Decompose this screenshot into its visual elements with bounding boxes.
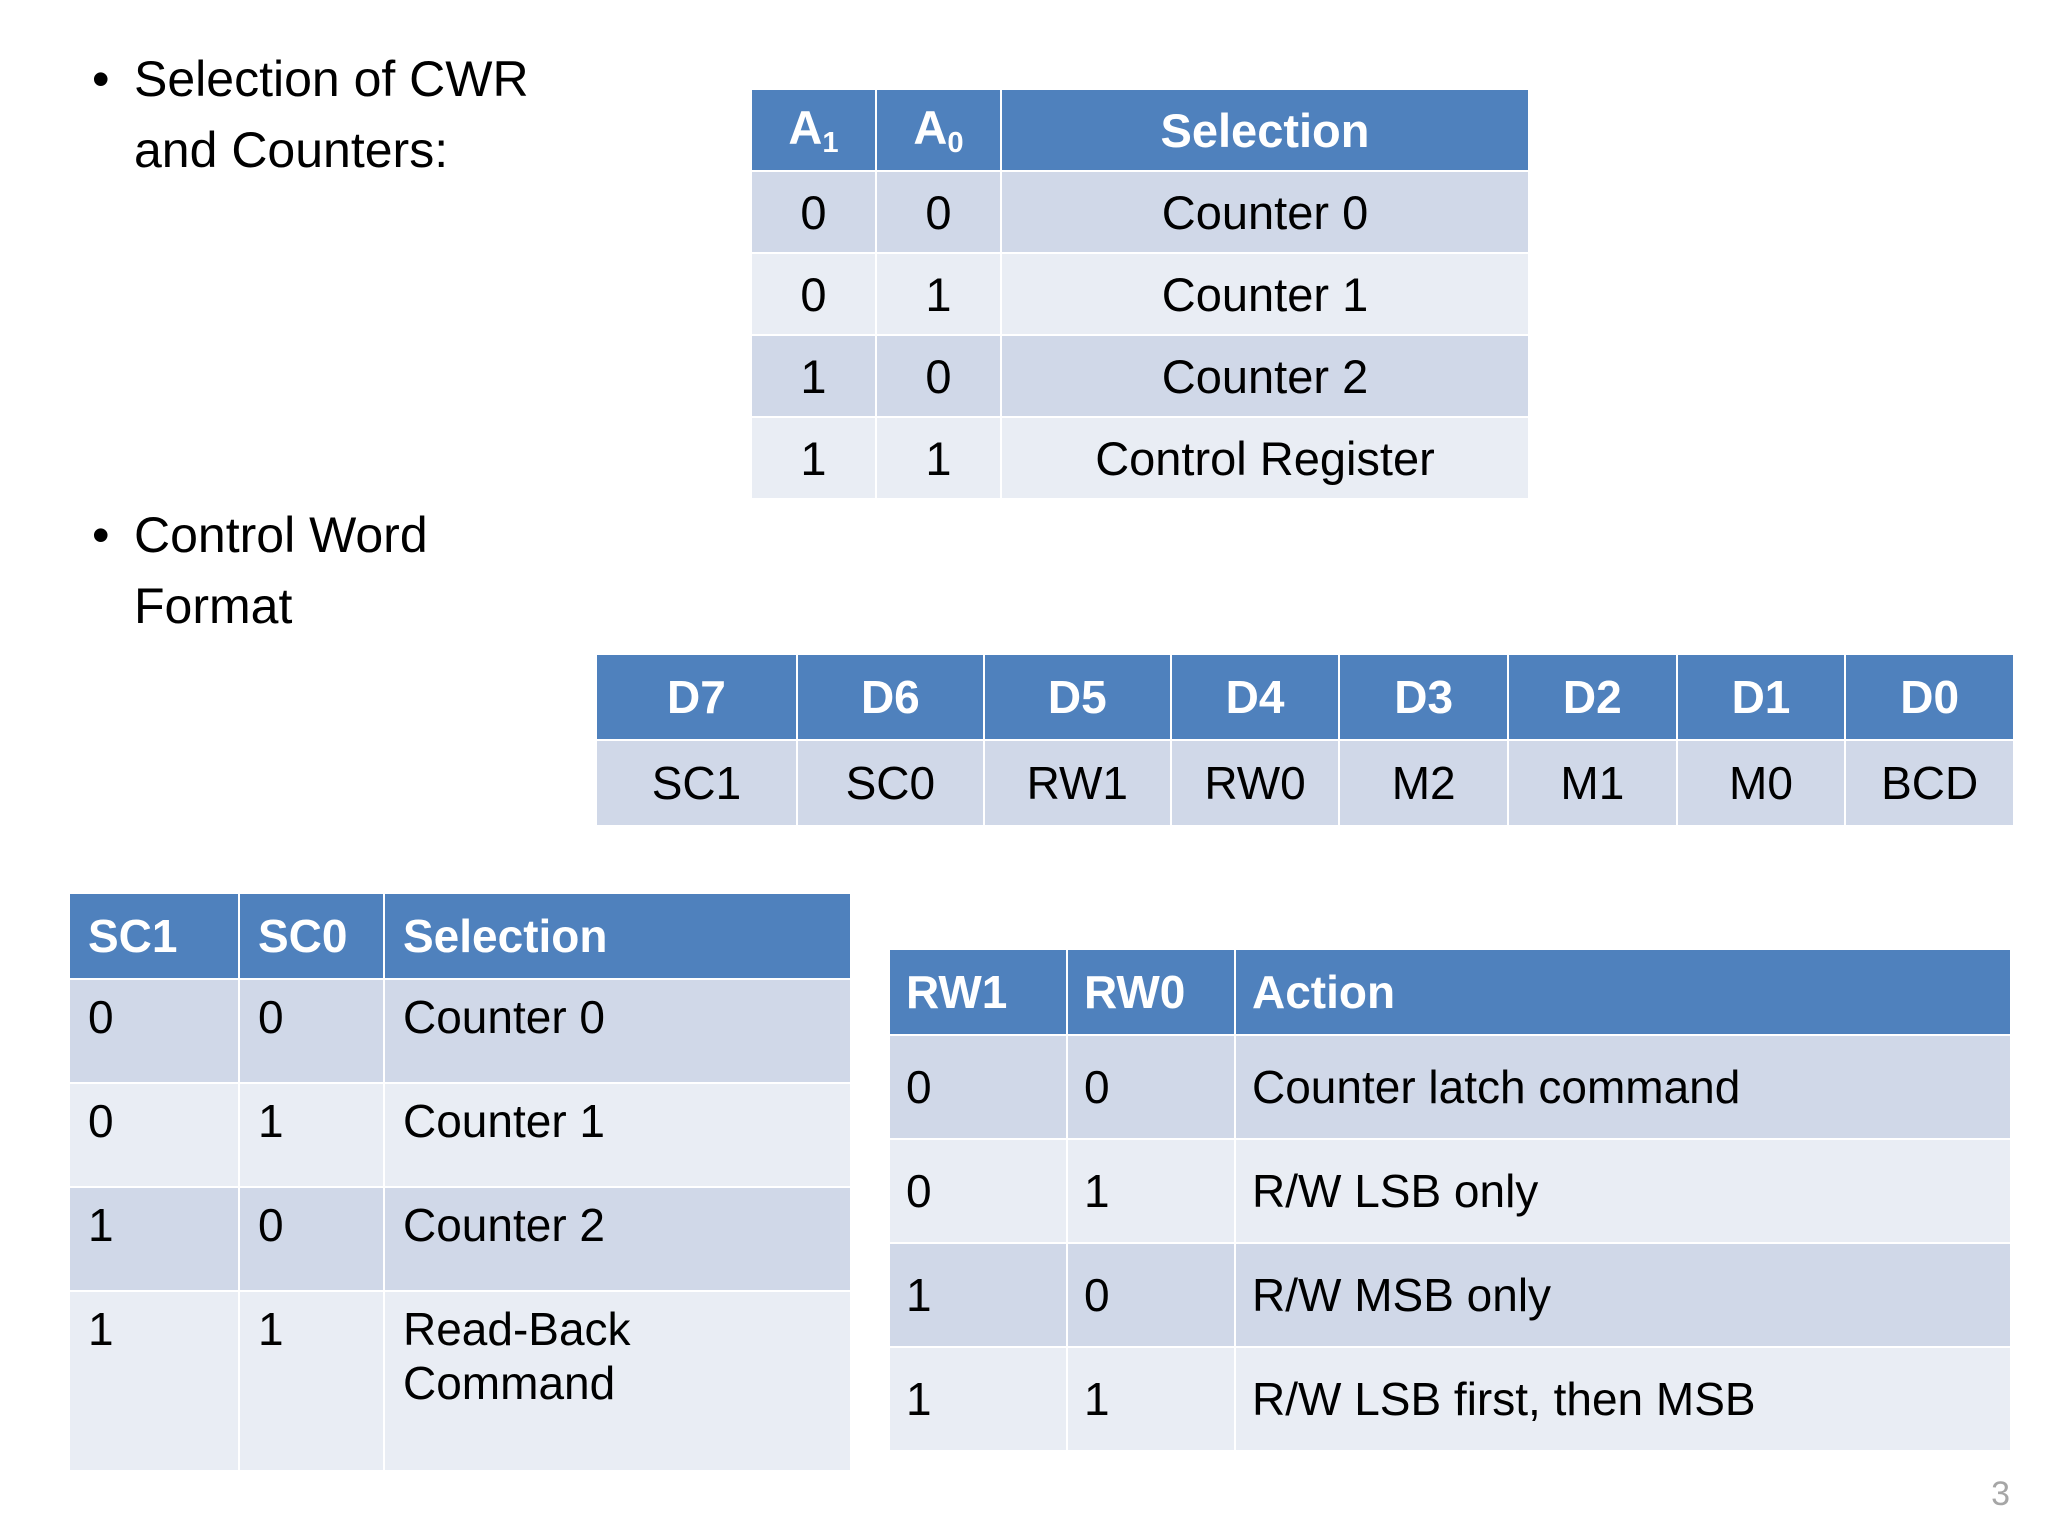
table-row: SC1 SC0 RW1 RW0 M2 M1 M0 BCD — [597, 741, 2013, 825]
bullet-text-line1: Selection of CWR — [134, 51, 529, 107]
table-row: 1 1 Read-Back Command — [70, 1292, 850, 1470]
bullet-marker-icon: • — [92, 51, 110, 107]
table-row: 0 1 R/W LSB only — [890, 1140, 2010, 1242]
cell-selection: Read-Back Command — [385, 1292, 850, 1470]
table-row: 0 0 Counter 0 — [70, 980, 850, 1082]
cell-action: R/W LSB first, then MSB — [1236, 1348, 2010, 1450]
bullet-line-2: Format — [92, 571, 562, 642]
cell-rw1: 1 — [890, 1348, 1066, 1450]
cell-d0-value: BCD — [1846, 741, 2013, 825]
table-header-row: RW1 RW0 Action — [890, 950, 2010, 1034]
cell-rw0: 1 — [1068, 1348, 1234, 1450]
column-header-sc1: SC1 — [70, 894, 238, 978]
cell-rw0: 0 — [1068, 1244, 1234, 1346]
cell-a0: 0 — [877, 336, 1000, 416]
cell-action: Counter latch command — [1236, 1036, 2010, 1138]
cell-d7-value: SC1 — [597, 741, 796, 825]
column-header-selection: Selection — [1002, 90, 1528, 170]
cell-rw1: 0 — [890, 1036, 1066, 1138]
bullet-line-2: and Counters: — [92, 115, 562, 186]
cell-a0: 1 — [877, 254, 1000, 334]
cell-sc0: 0 — [240, 980, 383, 1082]
bullet-text-line1: Control Word — [134, 507, 428, 563]
bullet-line-1: • Selection of CWR — [92, 44, 562, 115]
cell-d4-value: RW0 — [1171, 741, 1339, 825]
column-header-a1: A1 — [752, 90, 875, 170]
cell-a0: 1 — [877, 418, 1000, 498]
table-row: 0 1 Counter 1 — [70, 1084, 850, 1186]
cell-rw0: 0 — [1068, 1036, 1234, 1138]
cell-sc0: 1 — [240, 1292, 383, 1470]
column-header-d2: D2 — [1509, 655, 1676, 739]
column-header-d3: D3 — [1340, 655, 1508, 739]
column-header-d5: D5 — [984, 655, 1170, 739]
column-header-d7: D7 — [597, 655, 796, 739]
column-header-d1: D1 — [1677, 655, 1845, 739]
cell-sc0: 0 — [240, 1188, 383, 1290]
cell-d5-value: RW1 — [984, 741, 1170, 825]
bullet-control-word-format: • Control Word Format — [92, 500, 562, 642]
column-header-selection: Selection — [385, 894, 850, 978]
cell-d1-value: M0 — [1677, 741, 1845, 825]
cell-sc1: 0 — [70, 1084, 238, 1186]
table-header-row: D7 D6 D5 D4 D3 D2 D1 D0 — [597, 655, 2013, 739]
header-a1-subscript: 1 — [822, 127, 839, 160]
column-header-d4: D4 — [1171, 655, 1339, 739]
cell-a1: 0 — [752, 172, 875, 252]
cell-rw0: 1 — [1068, 1140, 1234, 1242]
cell-selection: Counter 1 — [1002, 254, 1528, 334]
cell-d2-value: M1 — [1509, 741, 1676, 825]
table-row: 0 0 Counter 0 — [752, 172, 1528, 252]
table-control-word-format: D7 D6 D5 D4 D3 D2 D1 D0 SC1 SC0 RW1 RW0 … — [595, 653, 2015, 827]
bullet-marker-icon: • — [92, 507, 110, 563]
cell-action: R/W LSB only — [1236, 1140, 2010, 1242]
cell-sc1: 1 — [70, 1292, 238, 1470]
table-rw-action: RW1 RW0 Action 0 0 Counter latch command… — [888, 948, 2012, 1452]
cell-sc0: 1 — [240, 1084, 383, 1186]
column-header-action: Action — [1236, 950, 2010, 1034]
table-header-row: SC1 SC0 Selection — [70, 894, 850, 978]
cell-selection: Counter 0 — [385, 980, 850, 1082]
table-selection-cwr: A1 A0 Selection 0 0 Counter 0 0 1 Counte… — [750, 88, 1530, 500]
cell-selection: Counter 2 — [385, 1188, 850, 1290]
cell-selection: Control Register — [1002, 418, 1528, 498]
table-row: 0 1 Counter 1 — [752, 254, 1528, 334]
bullet-text-line2: Format — [134, 578, 293, 634]
column-header-d0: D0 — [1846, 655, 2013, 739]
column-header-rw0: RW0 — [1068, 950, 1234, 1034]
table-row: 1 0 Counter 2 — [70, 1188, 850, 1290]
table-header-row: A1 A0 Selection — [752, 90, 1528, 170]
cell-a1: 1 — [752, 336, 875, 416]
table-row: 1 1 R/W LSB first, then MSB — [890, 1348, 2010, 1450]
cell-selection: Counter 0 — [1002, 172, 1528, 252]
column-header-rw1: RW1 — [890, 950, 1066, 1034]
table-sc-selection: SC1 SC0 Selection 0 0 Counter 0 0 1 Coun… — [68, 892, 852, 1472]
cell-a1: 1 — [752, 418, 875, 498]
header-a0-subscript: 0 — [947, 127, 964, 160]
cell-a1: 0 — [752, 254, 875, 334]
column-header-d6: D6 — [797, 655, 983, 739]
cell-selection: Counter 1 — [385, 1084, 850, 1186]
bullet-text-line2: and Counters: — [134, 122, 449, 178]
cell-sc1: 1 — [70, 1188, 238, 1290]
table-row: 1 0 R/W MSB only — [890, 1244, 2010, 1346]
cell-d6-value: SC0 — [797, 741, 983, 825]
cell-a0: 0 — [877, 172, 1000, 252]
page-number: 3 — [1991, 1475, 2010, 1513]
cell-rw1: 1 — [890, 1244, 1066, 1346]
cell-action: R/W MSB only — [1236, 1244, 2010, 1346]
column-header-a0: A0 — [877, 90, 1000, 170]
cell-selection: Counter 2 — [1002, 336, 1528, 416]
table-row: 1 1 Control Register — [752, 418, 1528, 498]
cell-rw1: 0 — [890, 1140, 1066, 1242]
cell-sc1: 0 — [70, 980, 238, 1082]
cell-d3-value: M2 — [1340, 741, 1508, 825]
bullet-selection-of-cwr: • Selection of CWR and Counters: — [92, 44, 562, 186]
header-a1-base: A — [788, 100, 823, 154]
header-a0-base: A — [913, 100, 948, 154]
table-row: 0 0 Counter latch command — [890, 1036, 2010, 1138]
column-header-sc0: SC0 — [240, 894, 383, 978]
table-row: 1 0 Counter 2 — [752, 336, 1528, 416]
bullet-line-1: • Control Word — [92, 500, 562, 571]
